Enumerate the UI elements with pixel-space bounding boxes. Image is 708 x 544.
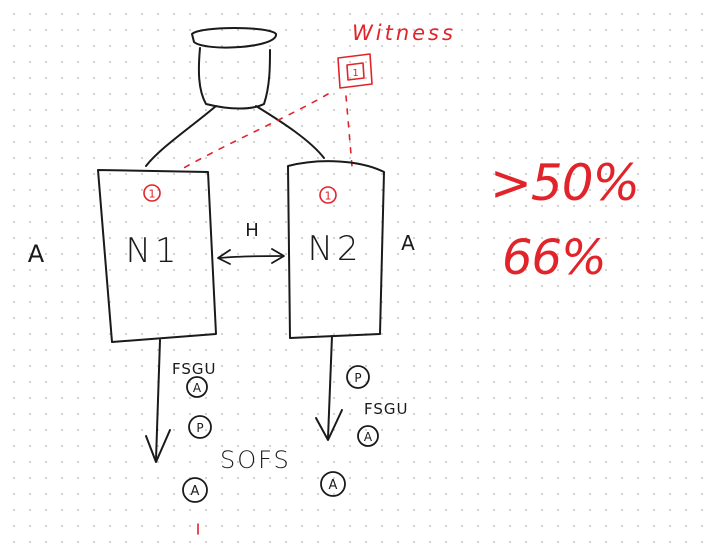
- quorum-fraction-label: 66%: [502, 230, 606, 286]
- node1-role-p: P: [196, 421, 203, 435]
- node2-service-label: FSGU: [364, 400, 409, 418]
- node1-role-bottom: A: [191, 484, 200, 499]
- node2-role-bottom-circle: [320, 471, 346, 497]
- node2-vote-circle: [319, 186, 337, 204]
- node1-vote: 1: [149, 188, 156, 201]
- node1-role-p-circle: [188, 415, 212, 439]
- heartbeat-label: H: [245, 220, 259, 241]
- witness-link-n2: [345, 95, 353, 167]
- node2-failover-arrow: [315, 335, 343, 441]
- node2-box: [287, 160, 385, 339]
- node1-role-a-circle: [186, 376, 208, 398]
- node1-role-a: A: [193, 381, 202, 395]
- witness-links: [179, 93, 353, 171]
- storage-link-n2: [255, 105, 325, 159]
- node1-role-bottom-circle: [182, 477, 208, 503]
- witness-label: Witness: [352, 21, 456, 45]
- storage-links: [145, 105, 325, 167]
- node2-role-a: A: [364, 430, 373, 444]
- witness-box: [337, 53, 373, 89]
- witness-link-n1: [179, 93, 329, 171]
- node1-side-label: A: [28, 240, 45, 268]
- node1-failover-arrow: [145, 339, 171, 463]
- storage-top: [191, 27, 277, 49]
- node2-role-bottom: A: [329, 478, 338, 493]
- witness-vote: 1: [352, 68, 358, 79]
- node2-role-p-circle: [346, 365, 370, 389]
- shared-storage: [191, 27, 277, 110]
- node1-share-label: SOFS: [220, 446, 291, 474]
- storage-body: [197, 47, 271, 110]
- node2-side-label: A: [401, 231, 415, 255]
- node2-label: N2: [307, 229, 362, 269]
- node2-role-a-circle: [357, 425, 379, 447]
- storage-link-n1: [145, 105, 217, 167]
- quorum-majority-label: >50%: [490, 154, 639, 212]
- node2-vote: 1: [325, 190, 332, 203]
- node1-box: [97, 169, 217, 343]
- heartbeat-arrow: [217, 248, 285, 265]
- node1-service-label: FSGU: [172, 360, 217, 378]
- node1-vote-circle: [143, 184, 161, 202]
- node1-label: N1: [125, 231, 180, 271]
- node2-role-p: P: [354, 371, 361, 385]
